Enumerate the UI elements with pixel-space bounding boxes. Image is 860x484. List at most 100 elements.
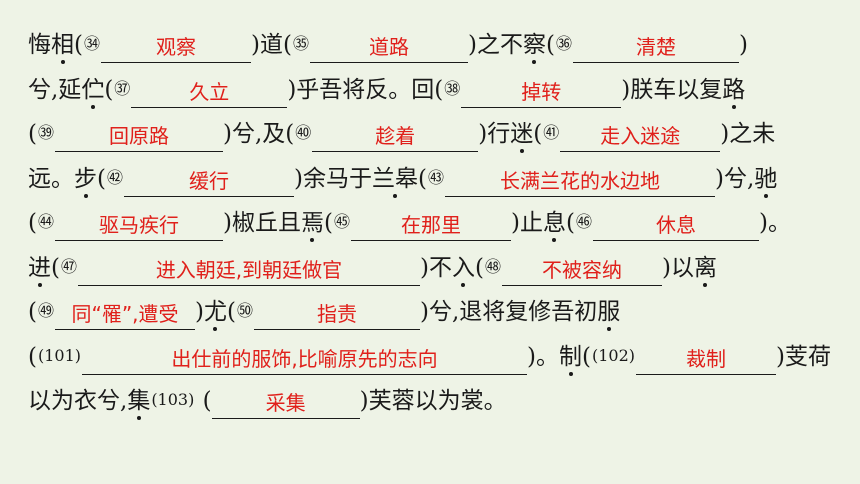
footnote-number: ㊴ xyxy=(37,123,54,142)
emphasized-character: 迷 xyxy=(510,112,533,156)
passage-text: ( xyxy=(28,299,37,325)
footnote-number: ㊲ xyxy=(114,78,131,98)
footnote-number: ㊶ xyxy=(543,123,560,142)
emphasized-character: 集 xyxy=(127,379,150,423)
answer-blank[interactable]: 道路 xyxy=(309,32,468,63)
answer-blank[interactable]: 久立 xyxy=(131,77,288,108)
answer-blank[interactable]: 指责 xyxy=(253,299,420,330)
passage-text: 悔 xyxy=(28,32,51,58)
passage-text: )。 xyxy=(758,210,791,236)
passage-text: ) xyxy=(195,299,204,325)
passage-text: )兮, xyxy=(714,165,755,192)
answer-blank[interactable]: 裁制 xyxy=(636,344,777,375)
emphasized-character: 驰 xyxy=(754,157,777,201)
passage-text: )行 xyxy=(478,121,511,147)
answer-blank[interactable]: 掉转 xyxy=(461,77,622,108)
passage-text: ( xyxy=(323,210,333,236)
answer-blank[interactable]: 观察 xyxy=(101,32,251,63)
emphasized-character: 察 xyxy=(523,23,546,67)
passage-text: )乎吾将反。回( xyxy=(287,76,444,103)
passage-text: )道( xyxy=(251,32,292,58)
emphasized-character: 入 xyxy=(452,246,475,290)
footnote-number: ㊵ xyxy=(295,123,312,142)
emphasized-character: 步 xyxy=(74,157,97,201)
answer-blank[interactable]: 在那里 xyxy=(350,210,511,241)
passage-text: ( xyxy=(533,121,543,147)
footnote-number: (101) xyxy=(37,345,82,365)
footnote-number: ㊾ xyxy=(37,301,54,320)
passage-text: )芙蓉以为裳。 xyxy=(359,388,507,414)
passage-text: )之不 xyxy=(467,32,523,58)
answer-blank[interactable]: 长满兰花的水边地 xyxy=(444,166,715,197)
answer-blank[interactable]: 驱马疾行 xyxy=(55,210,223,241)
footnote-number: ㊼ xyxy=(60,256,77,276)
answer-blank[interactable]: 缓行 xyxy=(124,166,294,197)
emphasized-character: 焉 xyxy=(301,201,324,245)
passage-text: ( xyxy=(28,343,37,370)
passage-text: ( xyxy=(51,254,60,281)
footnote-number: ㊽ xyxy=(484,256,501,276)
passage-text: ( xyxy=(226,299,236,325)
passage-text: ) xyxy=(738,32,748,58)
passage-text: ( xyxy=(28,210,37,236)
emphasized-character: 制 xyxy=(559,335,582,379)
passage-text: ( xyxy=(582,343,591,370)
answer-blank[interactable]: 采集 xyxy=(211,388,360,419)
emphasized-character: 服 xyxy=(597,290,620,334)
answer-blank[interactable]: 趁着 xyxy=(312,121,479,152)
emphasized-character: 离 xyxy=(694,246,717,290)
footnote-number: ㊱ xyxy=(555,34,572,53)
footnote-number: ㊺ xyxy=(333,212,350,231)
answer-blank[interactable]: 休息 xyxy=(592,210,759,241)
footnote-number: ㊷ xyxy=(106,167,123,187)
footnote-number: ㊳ xyxy=(444,78,461,98)
footnote-number: (102) xyxy=(591,345,636,365)
passage-text: ( xyxy=(74,32,83,58)
emphasized-character: 进 xyxy=(28,246,51,290)
passage-text: ( xyxy=(474,254,484,281)
passage-text: )之未 xyxy=(720,121,776,147)
text-line: 以为衣兮,集(103) (采集)芙蓉以为裳。 xyxy=(28,378,832,423)
footnote-number: ㊸ xyxy=(427,167,444,187)
passage-text: )芰荷 xyxy=(776,343,831,370)
passage-text: ( xyxy=(565,210,575,236)
answer-blank[interactable]: 同“罹”,遭受 xyxy=(55,299,195,330)
passage-text: )椒丘且 xyxy=(223,210,301,236)
passage-text: 兮,延 xyxy=(28,76,82,103)
answer-blank[interactable]: 出仕前的服饰,比喻原先的志向 xyxy=(82,344,528,375)
passage-text: )以 xyxy=(661,254,694,281)
passage-text: 远。 xyxy=(28,165,74,192)
passage-text: )兮,退将复修吾初 xyxy=(419,299,598,325)
footnote-number: ㊻ xyxy=(575,212,592,231)
passage-text: ( xyxy=(195,388,212,414)
footnote-number: ㉟ xyxy=(292,34,309,53)
passage-text: ( xyxy=(97,165,106,192)
emphasized-character: 息 xyxy=(543,201,566,245)
footnote-number: ㉞ xyxy=(83,34,100,53)
passage-text: ( xyxy=(417,165,427,192)
answer-blank[interactable]: 回原路 xyxy=(55,121,223,152)
passage-text: )不 xyxy=(420,254,452,281)
answer-blank[interactable]: 清楚 xyxy=(572,32,739,63)
passage-text: 以为衣兮, xyxy=(28,388,128,414)
emphasized-character: 尤 xyxy=(204,290,227,334)
passage-text: )。 xyxy=(527,343,559,370)
passage-text: ( xyxy=(545,32,555,58)
passage-text: )止 xyxy=(510,210,543,236)
answer-blank[interactable]: 走入迷途 xyxy=(560,121,721,152)
emphasized-character: 路 xyxy=(722,68,745,112)
passage-text: )余马于 xyxy=(294,165,372,192)
answer-blank[interactable]: 不被容纳 xyxy=(501,255,662,286)
emphasized-character: 兰皋 xyxy=(372,157,418,201)
footnote-number: ㊿ xyxy=(236,301,253,320)
answer-blank[interactable]: 进入朝廷,到朝廷做官 xyxy=(78,255,420,286)
footnote-number: (103) xyxy=(151,390,195,409)
